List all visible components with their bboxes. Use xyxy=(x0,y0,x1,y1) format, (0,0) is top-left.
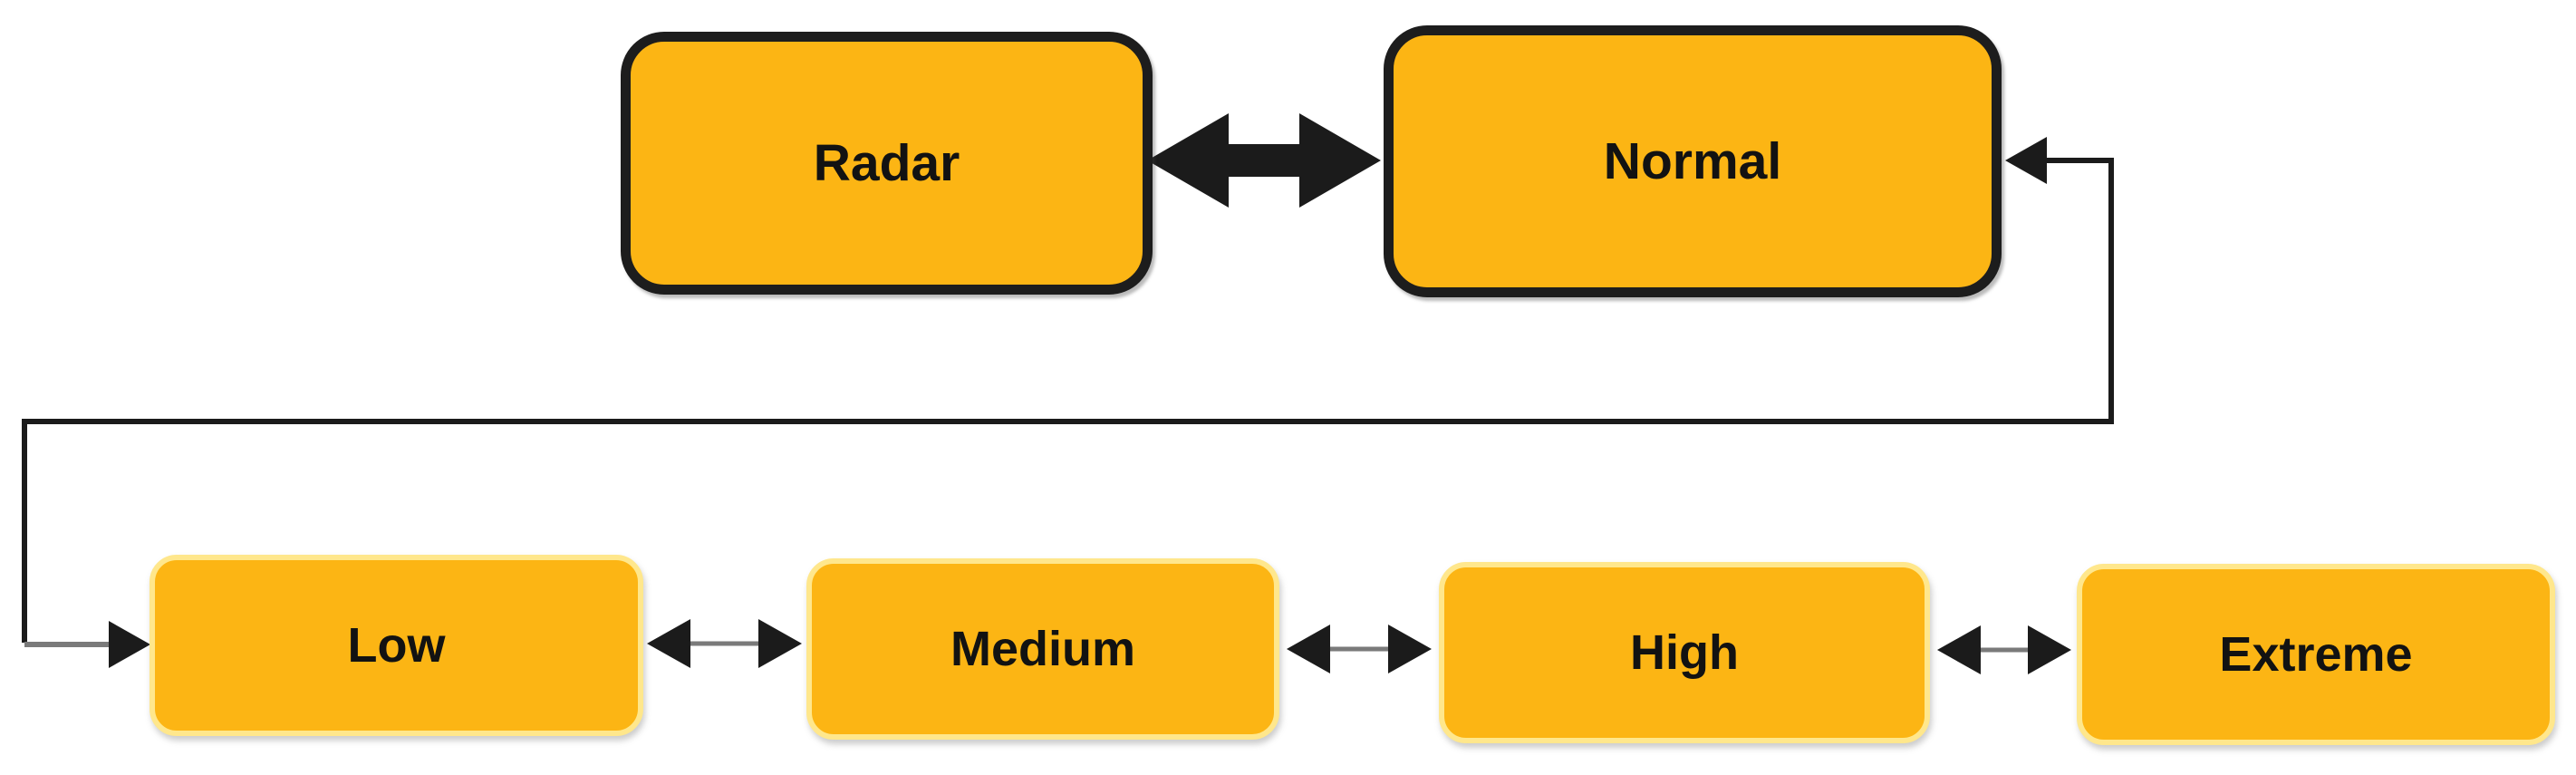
arrowhead-into-low xyxy=(109,621,150,668)
node-medium: Medium xyxy=(806,558,1279,740)
node-extreme-label: Extreme xyxy=(2219,627,2413,682)
low-medium-left-head xyxy=(647,619,690,668)
edge-radar-normal xyxy=(1147,113,1381,208)
high-extreme-right-head xyxy=(2028,625,2071,674)
node-radar-label: Radar xyxy=(813,134,960,192)
edge-normal-low xyxy=(22,137,2114,668)
node-medium-label: Medium xyxy=(950,622,1135,676)
edge-low-medium xyxy=(647,619,802,668)
medium-high-left-head xyxy=(1287,625,1330,673)
node-low-label: Low xyxy=(347,618,446,673)
normal-low-elbow-line xyxy=(22,158,2114,643)
arrowhead-into-normal xyxy=(2005,137,2047,184)
node-normal-label: Normal xyxy=(1603,132,1782,190)
node-normal: Normal xyxy=(1384,25,2002,297)
edge-high-extreme xyxy=(1937,625,2071,674)
node-high-label: High xyxy=(1630,625,1739,680)
node-extreme: Extreme xyxy=(2077,564,2555,745)
node-high: High xyxy=(1439,562,1930,743)
node-radar: Radar xyxy=(621,32,1153,295)
low-medium-right-head xyxy=(758,619,802,668)
medium-high-right-head xyxy=(1388,625,1432,673)
edge-medium-high xyxy=(1287,625,1432,673)
radar-normal-double-arrow xyxy=(1147,113,1381,208)
node-low: Low xyxy=(150,555,643,736)
high-extreme-left-head xyxy=(1937,625,1981,674)
